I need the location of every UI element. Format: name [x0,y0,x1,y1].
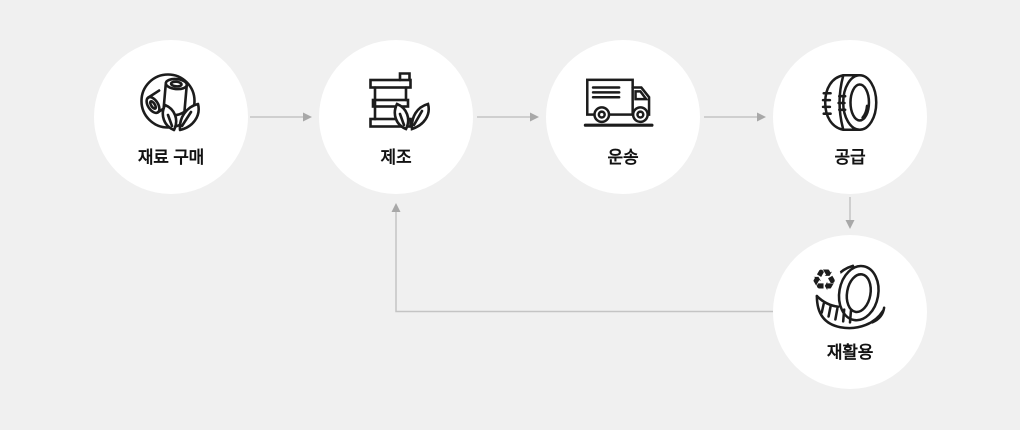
step-transport: 운송 [546,40,700,194]
step-label: 제조 [380,148,412,167]
arrow-manufacture-to-transport [477,112,539,122]
step-manufacture: 제조 [319,40,473,194]
material-rolls-leaf-icon [140,73,200,132]
recycling-tire-icon: ♻ [811,262,886,330]
step-material-purchase: 재료 구매 [94,40,248,194]
arrow-supply-to-recycle [845,197,855,229]
step-label: 재료 구매 [137,148,205,167]
tire-icon [821,74,878,131]
step-label: 공급 [834,148,866,167]
step-label: 재활용 [826,343,874,362]
arrow-purchase-to-manufacture [250,112,312,122]
step-supply: 공급 [773,40,927,194]
arrow-recycle-to-manufacture [391,203,775,313]
recycle-symbol-glyph: ♻ [811,263,837,297]
step-recycle: ♻ 재활용 [773,235,927,389]
step-label: 운송 [607,148,639,167]
delivery-truck-icon [583,78,654,127]
oil-drum-leaf-icon [369,72,430,131]
arrow-transport-to-supply [704,112,766,122]
